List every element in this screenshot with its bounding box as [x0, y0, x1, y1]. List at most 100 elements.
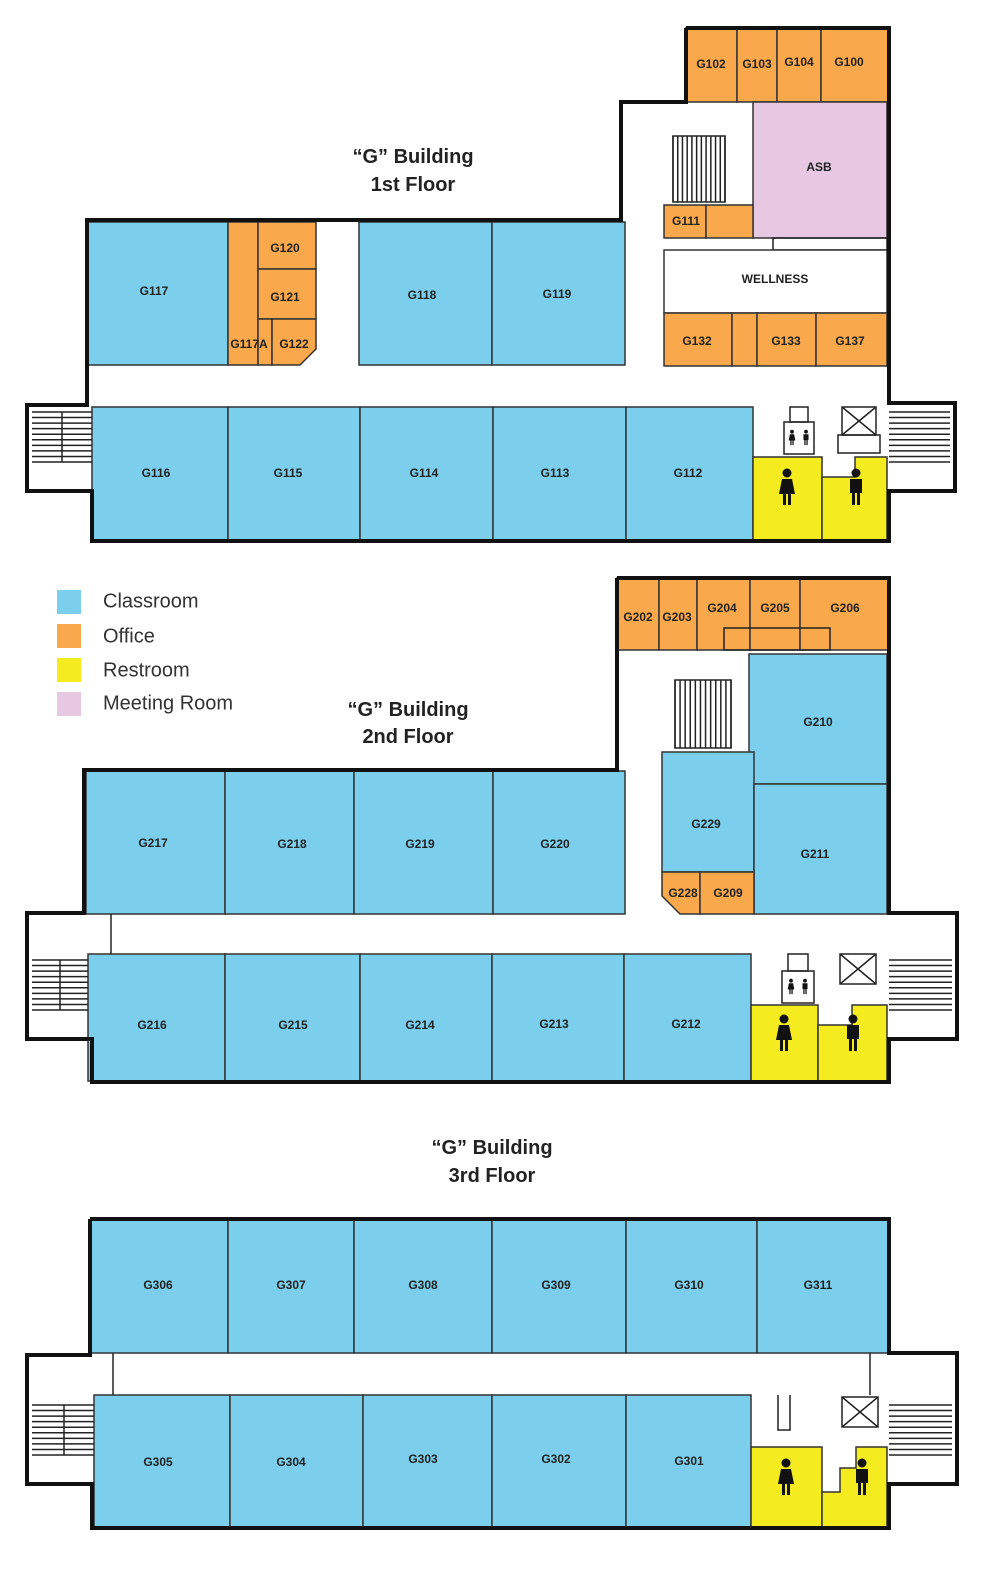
- label-G113: G113: [541, 466, 570, 480]
- f2-elevator: [839, 953, 877, 985]
- room-G111[interactable]: [663, 204, 707, 239]
- label-G114: G114: [410, 466, 439, 480]
- room-G216[interactable]: [87, 953, 226, 1082]
- label-G217: G217: [138, 836, 168, 850]
- label-G212: G212: [671, 1017, 701, 1031]
- label-G229: G229: [691, 817, 721, 831]
- man-icon: [847, 1014, 859, 1051]
- room-G120[interactable]: [257, 221, 317, 270]
- label-G213: G213: [539, 1017, 569, 1031]
- room-G311[interactable]: [756, 1219, 889, 1354]
- room-G133[interactable]: [756, 312, 817, 367]
- legend-label-meeting: Meeting Room: [103, 692, 233, 714]
- floor-1-wall: [25, 26, 957, 543]
- stairs-f1-top: [672, 135, 726, 203]
- room-G309[interactable]: [491, 1219, 627, 1354]
- floor-2: G202 G203 G204 G205 G206 G210 G229 G211 …: [25, 576, 959, 1084]
- label-G132: G132: [682, 334, 712, 348]
- room-G116[interactable]: [91, 406, 229, 541]
- room-G306[interactable]: [90, 1219, 229, 1354]
- label-G216: G216: [137, 1018, 167, 1032]
- room-G302[interactable]: [491, 1394, 627, 1528]
- room-G228[interactable]: [661, 871, 701, 915]
- label-G117: G117: [140, 284, 169, 298]
- floor-1: G102 G103 G104 G100 ASB G111 WELLNESS G1…: [25, 26, 957, 543]
- restroom-icons: [776, 429, 868, 1495]
- room-G117[interactable]: [86, 221, 229, 366]
- woman-icon: [778, 1458, 794, 1495]
- label-G210: G210: [803, 715, 833, 729]
- room-G132[interactable]: [663, 312, 733, 367]
- room-G113[interactable]: [492, 406, 627, 541]
- room-G206[interactable]: [799, 577, 890, 651]
- stairs-f3-right: [889, 1404, 952, 1456]
- room-G117A[interactable]: [227, 221, 259, 366]
- stairs-f1-right: [889, 411, 950, 463]
- label-G218: G218: [277, 837, 307, 851]
- legend-swatch-meeting: [57, 692, 81, 716]
- label-G115: G115: [274, 466, 303, 480]
- label-G302: G302: [541, 1452, 571, 1466]
- label-G219: G219: [405, 837, 435, 851]
- room-G305[interactable]: [93, 1394, 231, 1528]
- room-G100[interactable]: [820, 27, 890, 103]
- room-G209[interactable]: [699, 871, 755, 915]
- floor-2-subtitle: 2nd Floor: [362, 726, 453, 748]
- floor-3-subtitle: 3rd Floor: [449, 1165, 536, 1187]
- label-G209: G209: [713, 886, 743, 900]
- room-G115[interactable]: [227, 406, 361, 541]
- room-G122[interactable]: [271, 318, 317, 366]
- label-G308: G308: [408, 1278, 438, 1292]
- label-G306: G306: [143, 1278, 173, 1292]
- label-G118: G118: [408, 288, 437, 302]
- label-G304: G304: [276, 1455, 306, 1469]
- room-G118[interactable]: [358, 221, 493, 366]
- label-ASB: ASB: [806, 160, 832, 174]
- label-G310: G310: [674, 1278, 704, 1292]
- room-G214[interactable]: [359, 953, 493, 1082]
- floor-2-title: “G” Building: [347, 699, 468, 721]
- label-G206: G206: [830, 601, 860, 615]
- stairs-f3-left: [32, 1404, 94, 1456]
- room-G304[interactable]: [229, 1394, 364, 1528]
- room-WELLNESS[interactable]: [663, 249, 888, 314]
- room-G219[interactable]: [353, 770, 494, 915]
- label-G117A: G117A: [230, 337, 268, 351]
- room-G137[interactable]: [815, 312, 888, 367]
- room-G217[interactable]: [85, 770, 226, 915]
- legend-label-office: Office: [103, 625, 155, 647]
- room-G212[interactable]: [623, 953, 752, 1082]
- floor-1-subtitle: 1st Floor: [371, 174, 456, 196]
- room-G119[interactable]: [491, 221, 626, 366]
- label-G307: G307: [276, 1278, 306, 1292]
- man-icon: [856, 1458, 868, 1495]
- legend-label-classroom: Classroom: [103, 590, 199, 612]
- floor-3: G306 G307 G308 G309 G310 G311 G305 G304 …: [25, 1137, 959, 1530]
- label-G215: G215: [278, 1018, 308, 1032]
- label-G103: G103: [742, 57, 772, 71]
- label-G120: G120: [270, 241, 300, 255]
- legend-swatch-office: [57, 624, 81, 648]
- room-G307[interactable]: [227, 1219, 355, 1354]
- room-G218[interactable]: [224, 770, 355, 915]
- label-G203: G203: [662, 610, 692, 624]
- room-G229[interactable]: [661, 751, 755, 873]
- label-G205: G205: [760, 601, 790, 615]
- room-G308[interactable]: [353, 1219, 493, 1354]
- room-G132-annex: [731, 312, 758, 367]
- room-G211[interactable]: [753, 783, 888, 915]
- label-G214: G214: [405, 1018, 435, 1032]
- room-G121[interactable]: [257, 268, 317, 320]
- label-G211: G211: [801, 847, 830, 861]
- room-G310[interactable]: [625, 1219, 758, 1354]
- room-G303[interactable]: [362, 1394, 493, 1528]
- label-G311: G311: [804, 1278, 833, 1292]
- man-icon: [850, 468, 862, 505]
- label-G119: G119: [543, 287, 572, 301]
- label-G116: G116: [142, 466, 171, 480]
- label-G301: G301: [674, 1454, 704, 1468]
- label-G309: G309: [541, 1278, 571, 1292]
- room-G220[interactable]: [492, 770, 626, 915]
- floor-3-wall: [25, 1217, 959, 1530]
